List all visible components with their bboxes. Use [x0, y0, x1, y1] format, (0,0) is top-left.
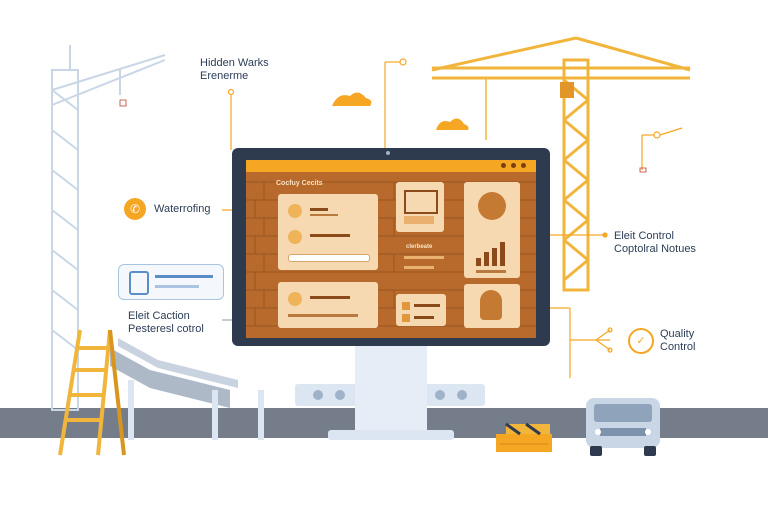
label-quality-control: Quality Control [660, 328, 696, 353]
person-icon [478, 192, 506, 220]
barrier-icon [496, 422, 552, 452]
connector-lines [222, 58, 683, 378]
monitor-screen: Cocfuy Cecits clerbeate [246, 160, 536, 338]
header-dot [521, 163, 526, 168]
hard-hat-icon [332, 92, 372, 106]
small-mark-icon [639, 167, 647, 173]
card-bottom-right[interactable] [464, 284, 520, 328]
left-info-card[interactable] [118, 264, 224, 300]
avatar [480, 290, 502, 320]
small-mark-icon [119, 99, 127, 107]
header-dot [511, 163, 516, 168]
card-bottom-left[interactable] [278, 282, 378, 328]
monitor: Cocfuy Cecits clerbeate [232, 148, 550, 346]
card-chart[interactable] [464, 228, 520, 278]
label-waterproofing: Waterrofing [154, 203, 211, 215]
label-hidden-works: Hidden Warks Erenerme [200, 57, 269, 82]
quality-control-callout[interactable]: ✓ Quality Control [628, 328, 695, 354]
widget-caption: clerbeate [406, 244, 433, 250]
list-icon [402, 302, 410, 310]
checklist-icon [288, 204, 302, 218]
building-icon [404, 190, 438, 214]
monitor-stand [295, 344, 485, 440]
phone-icon: ✆ [124, 198, 146, 220]
label-eleit-caction: Eleit Caction Pesteresl cotrol [128, 310, 204, 335]
settings-icon [288, 292, 302, 306]
right-crane [431, 36, 691, 292]
header-dot [501, 163, 506, 168]
gear-icon [288, 230, 302, 244]
left-crane [51, 45, 166, 411]
waterproofing-callout[interactable]: ✆ Waterrofing [124, 198, 210, 220]
conveyor [110, 338, 264, 440]
screen-title: Cocfuy Cecits [276, 180, 323, 187]
card-bottom-middle[interactable] [396, 294, 446, 326]
card-top-left[interactable] [278, 194, 378, 270]
monitor-camera [386, 151, 390, 155]
crane-cab [560, 82, 574, 98]
check-icon: ✓ [628, 328, 654, 354]
truck-icon [586, 398, 660, 456]
cloud-icon [436, 118, 469, 130]
card-top-middle[interactable] [396, 182, 444, 232]
bar-chart-icon [476, 242, 506, 266]
ladder-icon [58, 329, 126, 456]
screen-header [246, 160, 536, 172]
device-icon [129, 271, 149, 295]
label-eleit-control: Eleit Control Coptolral Notues [614, 230, 696, 255]
